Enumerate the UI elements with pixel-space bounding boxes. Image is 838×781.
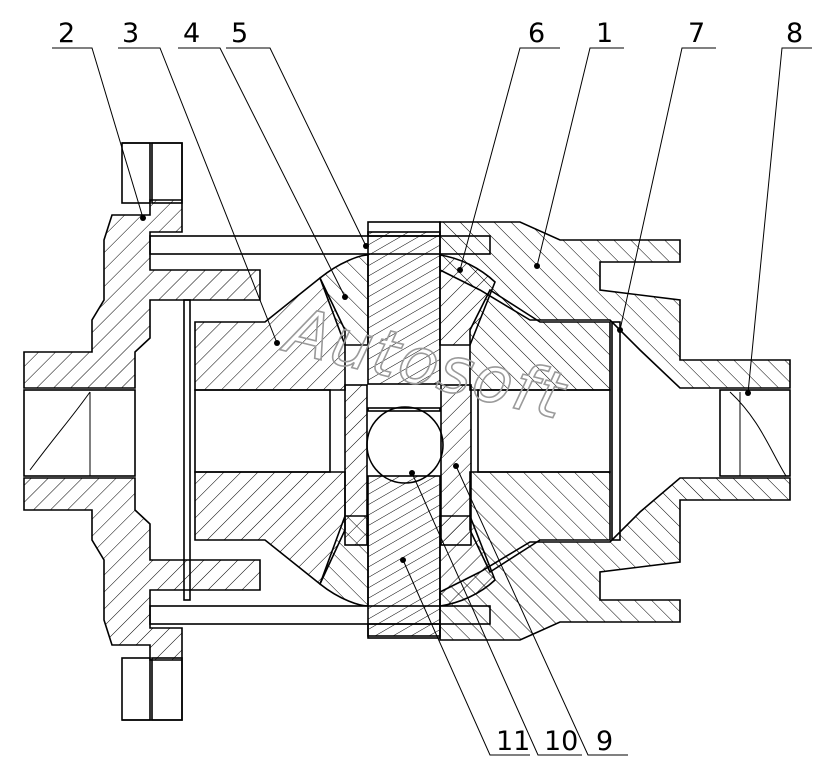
- callout-7: 7: [688, 18, 705, 49]
- left-housing: [23, 142, 261, 721]
- callout-2: 2: [58, 18, 75, 49]
- callout-6: 6: [528, 18, 545, 49]
- pinion-cross: [319, 231, 496, 637]
- callout-1: 1: [596, 18, 613, 49]
- callout-9: 9: [596, 726, 613, 757]
- callout-10: 10: [544, 726, 578, 757]
- callout-labels: 2 3 4 5 6 1 7 8 11 10 9: [58, 18, 803, 757]
- leader-lines: [52, 47, 812, 756]
- callout-5: 5: [231, 18, 248, 49]
- callout-4: 4: [183, 18, 200, 49]
- callout-3: 3: [122, 18, 139, 49]
- callout-8: 8: [786, 18, 803, 49]
- callout-11: 11: [496, 726, 530, 757]
- right-housing: [439, 221, 791, 641]
